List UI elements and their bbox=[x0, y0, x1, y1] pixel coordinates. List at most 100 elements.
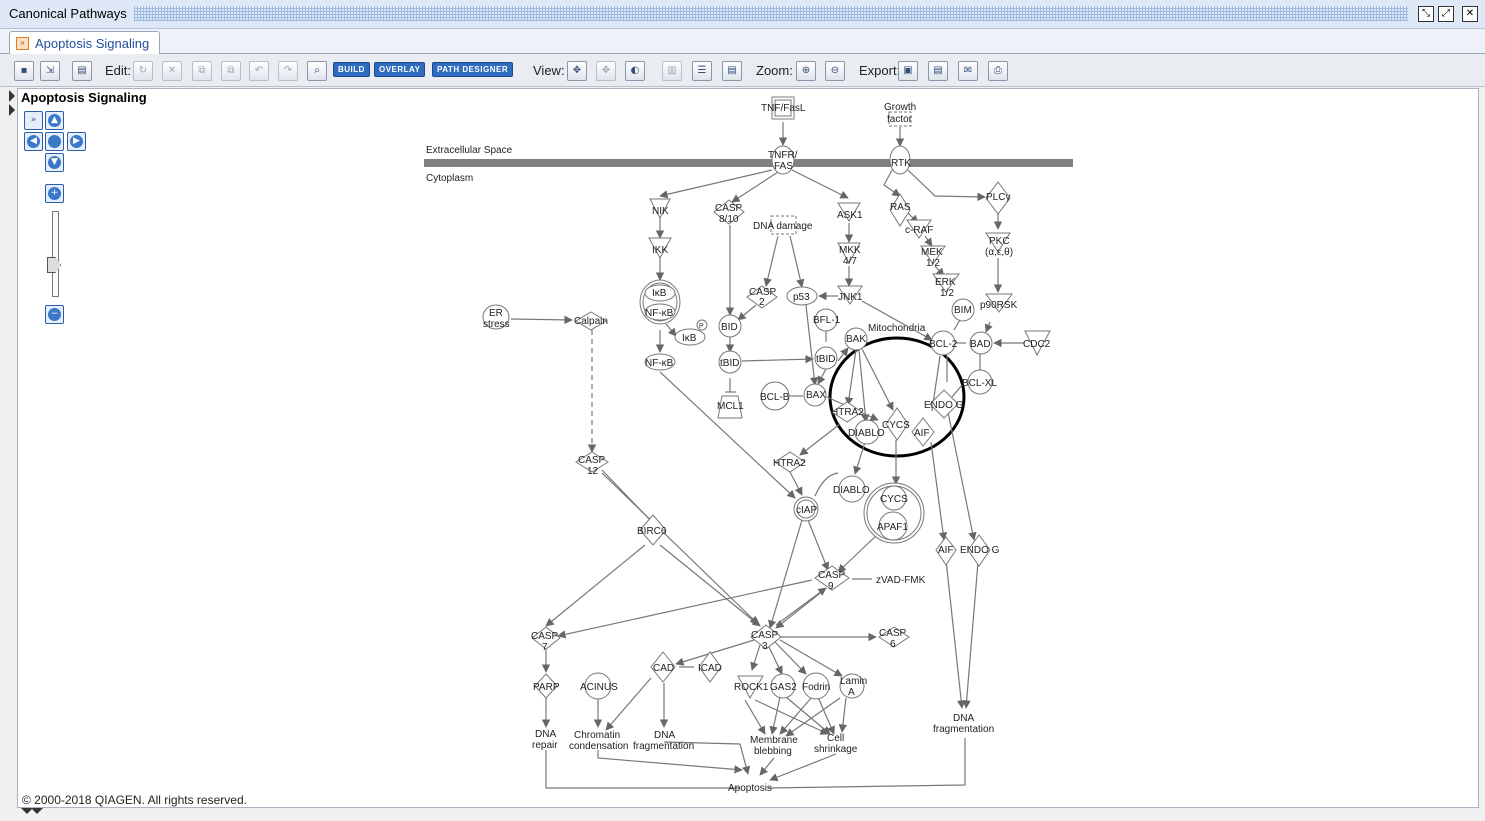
node-p90rsk[interactable]: p90RSK bbox=[980, 300, 1018, 311]
node-casp2-1[interactable]: CASP bbox=[749, 287, 777, 298]
node-nik[interactable]: NIK bbox=[652, 206, 669, 217]
node-growth-factor-1[interactable]: Growth bbox=[884, 102, 916, 113]
node-erk-1[interactable]: ERK bbox=[935, 277, 956, 288]
restore-icon[interactable]: ⤡ bbox=[1418, 6, 1434, 22]
node-p53[interactable]: p53 bbox=[793, 292, 810, 303]
node-casp9-1[interactable]: CASP bbox=[818, 570, 846, 581]
node-growth-factor-2[interactable]: factor bbox=[887, 114, 913, 125]
copy-icon[interactable]: ⧉ bbox=[192, 61, 212, 81]
node-aif-2[interactable]: AIF bbox=[938, 545, 954, 556]
fit-view-icon[interactable]: ✥ bbox=[567, 61, 587, 81]
node-lamin-2[interactable]: A bbox=[848, 687, 855, 698]
legend-icon[interactable]: ▥ bbox=[662, 61, 682, 81]
pan-right-button[interactable]: ▶ bbox=[67, 132, 86, 151]
node-tnfr-1[interactable]: TNFR/ bbox=[768, 150, 798, 161]
node-ask1[interactable]: ASK1 bbox=[837, 210, 863, 221]
node-dna-frag-2[interactable]: fragmentation bbox=[633, 741, 694, 752]
node-bid[interactable]: BID bbox=[721, 322, 738, 333]
collapse-all-button[interactable]: » bbox=[24, 111, 43, 130]
refresh-icon[interactable]: ↻ bbox=[133, 61, 153, 81]
node-pkc-2[interactable]: (α,ε,θ) bbox=[985, 247, 1013, 258]
notes-icon[interactable]: ▤ bbox=[722, 61, 742, 81]
scroll-down-icon[interactable] bbox=[21, 808, 33, 814]
node-bak[interactable]: BAK bbox=[846, 334, 866, 345]
node-endog-2[interactable]: ENDO G bbox=[960, 545, 1000, 556]
node-casp12-1[interactable]: CASP bbox=[578, 455, 606, 466]
node-casp810-2[interactable]: 8/10 bbox=[719, 214, 739, 225]
node-icad[interactable]: ICAD bbox=[698, 663, 722, 674]
redo-icon[interactable]: ↷ bbox=[278, 61, 298, 81]
undo-icon[interactable]: ↶ bbox=[249, 61, 269, 81]
zoom-slider-thumb[interactable] bbox=[47, 257, 61, 273]
node-dna-frag-1[interactable]: DNA bbox=[654, 730, 675, 741]
collapse-panel-icon[interactable] bbox=[9, 90, 15, 102]
node-dna-damage[interactable]: DNA damage bbox=[753, 221, 813, 232]
pan-up-button[interactable]: ▲ bbox=[45, 111, 64, 130]
node-membrane-1[interactable]: Membrane bbox=[750, 735, 798, 746]
node-craf[interactable]: c-RAF bbox=[905, 225, 933, 236]
list-icon[interactable]: ☰ bbox=[692, 61, 712, 81]
node-apaf1[interactable]: APAF1 bbox=[877, 522, 908, 533]
email-icon[interactable]: ✉ bbox=[958, 61, 978, 81]
scroll-down-icon-2[interactable] bbox=[31, 808, 43, 814]
titlebar-grip[interactable] bbox=[134, 6, 1408, 21]
save-icon[interactable]: ▪ bbox=[14, 61, 34, 81]
node-ikb-p[interactable]: IκB bbox=[682, 333, 697, 344]
node-bad[interactable]: BAD bbox=[970, 339, 991, 350]
node-endog-1[interactable]: ENDO G bbox=[924, 400, 964, 411]
pan-left-button[interactable]: ◀ bbox=[24, 132, 43, 151]
node-tbid-2[interactable]: tBID bbox=[816, 354, 835, 365]
node-dna-frag-right-2[interactable]: fragmentation bbox=[933, 724, 994, 735]
node-htra2-2[interactable]: HTRA2 bbox=[773, 458, 806, 469]
node-cycs-1[interactable]: CYCS bbox=[882, 420, 910, 431]
node-mkk-2[interactable]: 4/7 bbox=[843, 256, 857, 267]
overlay-button[interactable]: OVERLAY bbox=[374, 62, 426, 77]
node-nfkb[interactable]: NF-κB bbox=[645, 308, 674, 319]
node-cell-shrinkage-1[interactable]: Cell bbox=[827, 733, 844, 744]
node-bfl1[interactable]: BFL-1 bbox=[813, 315, 841, 326]
node-dna-repair-2[interactable]: repair bbox=[532, 740, 558, 751]
node-cad[interactable]: CAD bbox=[653, 663, 674, 674]
node-cdc2[interactable]: CDC2 bbox=[1023, 339, 1051, 350]
node-chromatin-2[interactable]: condensation bbox=[569, 741, 629, 752]
node-zvad-fmk[interactable]: zVAD-FMK bbox=[876, 575, 926, 586]
path-designer-button[interactable]: PATH DESIGNER bbox=[432, 62, 514, 77]
node-casp6-1[interactable]: CASP bbox=[879, 628, 907, 639]
node-bim[interactable]: BIM bbox=[954, 305, 972, 316]
build-button[interactable]: BUILD bbox=[333, 62, 370, 77]
node-er-stress-1[interactable]: ER bbox=[489, 308, 503, 319]
node-casp12-2[interactable]: 12 bbox=[587, 466, 599, 477]
node-apoptosis[interactable]: Apoptosis bbox=[728, 783, 772, 794]
delete-icon[interactable]: ✕ bbox=[162, 61, 182, 81]
node-bclxl[interactable]: BCL-XL bbox=[962, 378, 997, 389]
pan-center-button[interactable] bbox=[45, 132, 64, 151]
node-casp7-2[interactable]: 7 bbox=[542, 642, 548, 653]
zoom-in-button[interactable]: + bbox=[45, 184, 64, 203]
node-htra2-1[interactable]: HTRA2 bbox=[831, 407, 864, 418]
paste-icon[interactable]: ⧉ bbox=[221, 61, 241, 81]
node-dna-frag-right-1[interactable]: DNA bbox=[953, 713, 974, 724]
node-parp[interactable]: PARP bbox=[533, 682, 560, 693]
node-casp3-2[interactable]: 3 bbox=[762, 641, 768, 652]
node-erk-2[interactable]: 1/2 bbox=[940, 288, 954, 299]
node-casp9-2[interactable]: 9 bbox=[828, 581, 834, 592]
node-rock1[interactable]: ROCK1 bbox=[734, 682, 769, 693]
highlight-icon[interactable]: ◐ bbox=[625, 61, 645, 81]
node-tnfr-2[interactable]: FAS bbox=[774, 161, 793, 172]
page-setup-icon[interactable]: ▤ bbox=[72, 61, 92, 81]
node-ciap[interactable]: cIAP bbox=[796, 505, 817, 516]
find-icon[interactable]: ⌕ bbox=[307, 61, 327, 81]
node-tnf[interactable]: TNF/FasL bbox=[761, 103, 806, 114]
node-dna-repair-1[interactable]: DNA bbox=[535, 729, 556, 740]
node-bax[interactable]: BAX bbox=[806, 390, 826, 401]
node-casp3-1[interactable]: CASP bbox=[751, 630, 779, 641]
node-ikk[interactable]: IKK bbox=[652, 245, 668, 256]
node-calpain[interactable]: Calpain bbox=[574, 316, 608, 327]
maximize-icon[interactable]: ⤢ bbox=[1438, 6, 1454, 22]
node-mkk-1[interactable]: MKK bbox=[839, 245, 861, 256]
tab-apoptosis-signaling[interactable]: × Apoptosis Signaling bbox=[9, 31, 161, 54]
node-diablo-1[interactable]: DIABLO bbox=[848, 428, 885, 439]
print-icon[interactable]: ⎙ bbox=[988, 61, 1008, 81]
node-cycs-2[interactable]: CYCS bbox=[880, 494, 908, 505]
node-mek-1[interactable]: MEK bbox=[921, 247, 943, 258]
